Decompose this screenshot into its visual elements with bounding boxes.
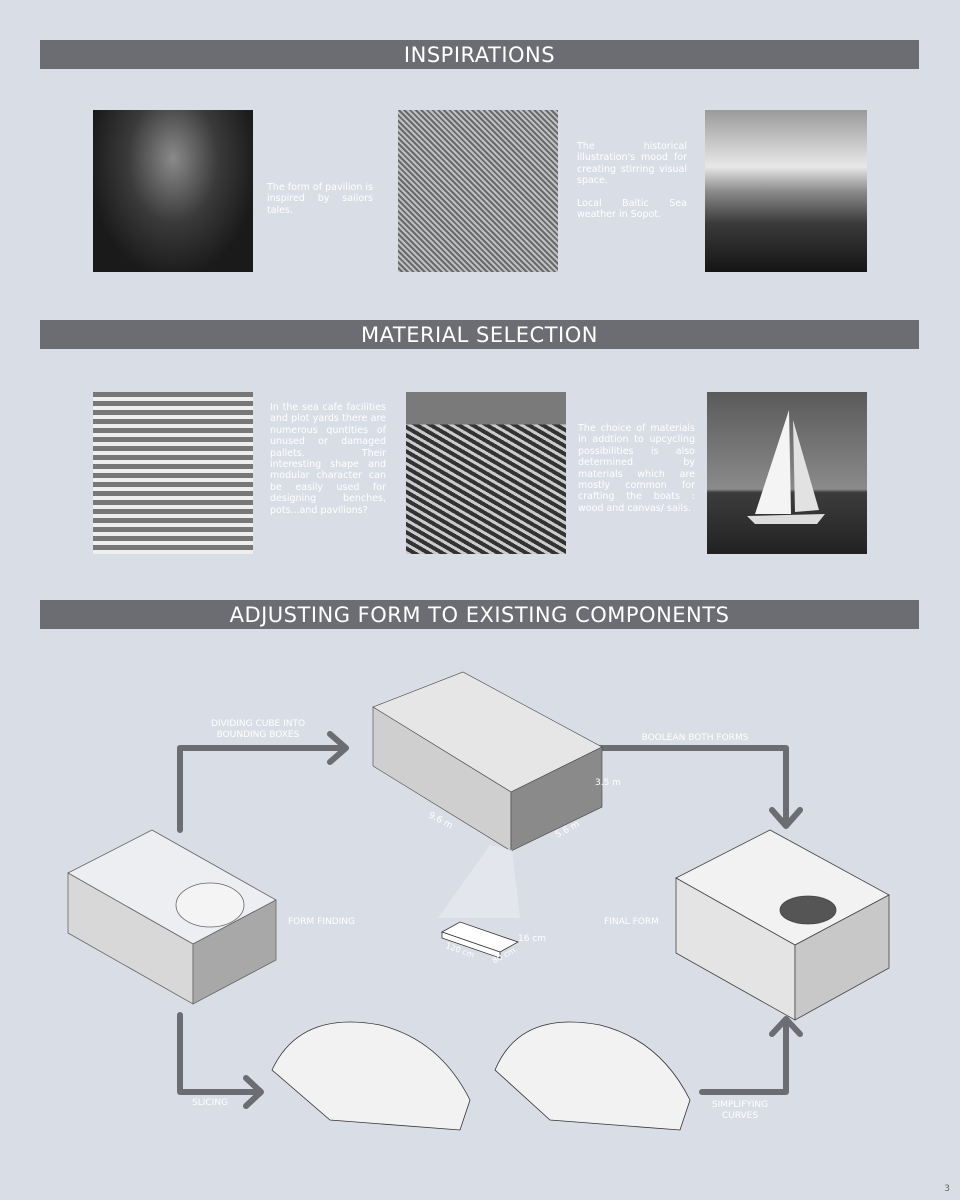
pallet-pile-photo <box>406 392 566 554</box>
dim-height: 3.5 m <box>595 778 621 788</box>
sailors-tunnel-illustration <box>93 110 253 272</box>
materials-text-2: The choice of materials in addtion to up… <box>578 423 695 514</box>
inspirations-header: INSPIRATIONS <box>40 40 919 69</box>
baltic-sea-photo <box>705 110 867 272</box>
bounding-box-cube <box>372 671 603 852</box>
inspiration-text-2: The historical illustration's mood for c… <box>577 141 687 220</box>
label-final-form: FINAL FORM <box>604 917 659 927</box>
dim-pallet-height: 16 cm <box>518 934 547 944</box>
adjusting-form-header: ADJUSTING FORM TO EXISTING COMPONENTS <box>40 600 919 629</box>
label-dividing: DIVIDING CUBE INTO BOUNDING BOXES <box>210 719 306 740</box>
sailboat-icon <box>747 410 825 524</box>
historical-illustration <box>398 110 558 272</box>
form-finding-box <box>67 829 277 1005</box>
label-boolean: BOOLEAN BOTH FORMS <box>641 733 749 743</box>
final-form <box>675 829 890 1021</box>
pallet-stack-photo <box>93 392 253 554</box>
arrow-dividing <box>177 745 348 833</box>
label-slicing: SLICING <box>192 1098 229 1108</box>
sailboat-photo <box>707 392 867 554</box>
pallet-callout-beam <box>438 845 520 918</box>
arrow-simplifying <box>699 1017 789 1095</box>
materials-text-1: In the sea cafe facilities and plot yard… <box>270 402 386 516</box>
page-number: 3 <box>944 1184 950 1194</box>
material-selection-header: MATERIAL SELECTION <box>40 320 919 349</box>
pallet-icon <box>441 921 519 959</box>
baltic-weather-text: Local Baltic Sea weather in Sopot. <box>577 197 687 221</box>
arrow-boolean <box>595 745 789 828</box>
arrow-slicing <box>177 1012 263 1095</box>
sliced-form-1 <box>271 1021 471 1131</box>
inspiration-text-1: The form of pavilion is inspired by sail… <box>267 182 373 216</box>
label-simplifying: SIMPLIFYING CURVES <box>711 1100 769 1121</box>
label-form-finding: FORM FINDING <box>288 917 355 927</box>
illustration-mood-text: The historical illustration's mood for c… <box>577 141 687 187</box>
sliced-form-2 <box>494 1021 691 1131</box>
